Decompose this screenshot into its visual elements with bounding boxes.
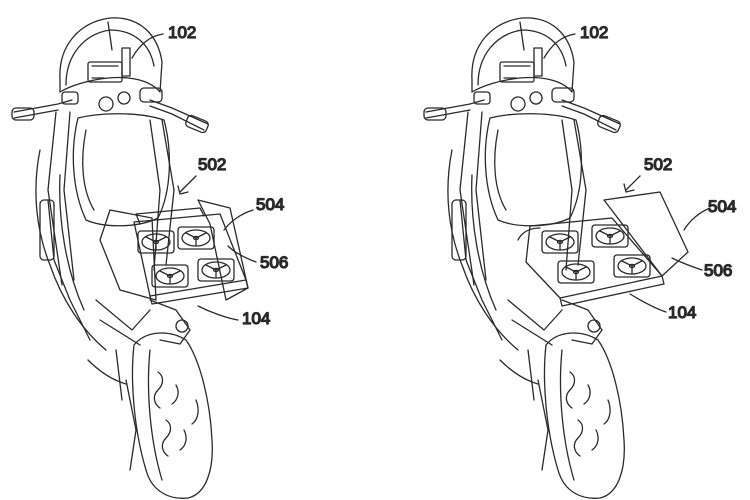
left-label-104: 104 bbox=[242, 309, 270, 328]
left-fan-assembly bbox=[99, 199, 249, 305]
left-label-102: 102 bbox=[168, 23, 196, 42]
right-leader-lines bbox=[543, 33, 711, 313]
left-label-506: 506 bbox=[260, 253, 288, 272]
right-label-102: 102 bbox=[580, 23, 608, 42]
left-label-502: 502 bbox=[198, 155, 226, 174]
right-motorcycle bbox=[423, 17, 625, 499]
right-label-506: 506 bbox=[704, 261, 732, 280]
right-fan-assembly bbox=[517, 191, 689, 307]
left-label-504: 504 bbox=[256, 195, 284, 214]
left-leader-lines bbox=[131, 33, 257, 321]
right-label-104: 104 bbox=[668, 303, 696, 322]
right-label-504: 504 bbox=[708, 197, 736, 216]
right-label-502: 502 bbox=[644, 155, 672, 174]
left-motorcycle bbox=[11, 17, 213, 499]
